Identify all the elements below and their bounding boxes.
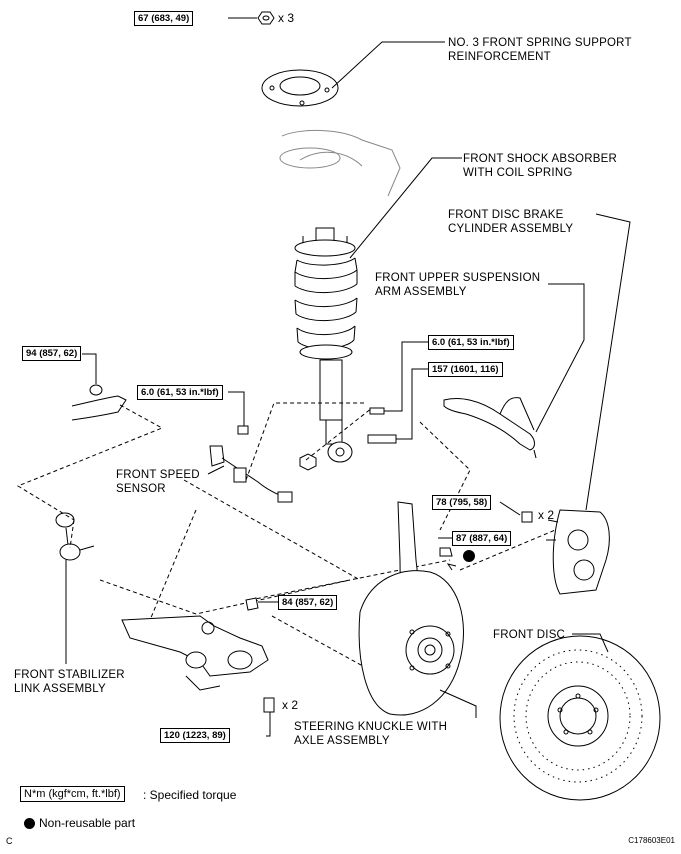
spring-support-plate [261,69,339,107]
torque-stabilizer-nut: 94 (857, 62) [22,346,82,361]
stabilizer-bar [71,384,127,421]
torque-sensor-bolt: 6.0 (61, 53 in.*lbf) [137,385,223,400]
torque-lower-nut: 84 (857, 62) [278,595,338,610]
multiplier-caliper: x 2 [538,508,555,522]
steering-knuckle [358,501,464,716]
torque-upper-arm-nut: 87 (887, 64) [452,531,512,546]
top-nut [257,11,275,25]
speed-sensor [209,445,293,503]
shock-absorber [294,227,358,463]
corner-letter: C [6,836,13,846]
figure-code: C178603E01 [628,836,675,845]
torque-unit-box: N*m (kgf*cm, ft.*lbf) [20,786,125,802]
non-reusable-text: Non-reusable part [39,816,136,830]
specified-torque-text: : Specified torque [143,788,237,802]
torque-top-nut: 67 (683, 49) [134,11,194,26]
lower-arm [121,615,269,691]
label-front-disc: FRONT DISC [493,629,566,641]
multiplier-lower: x 2 [282,698,299,712]
stabilizer-link [55,512,95,561]
torque-shock-bolt-small: 6.0 (61, 53 in.*lbf) [428,335,514,350]
torque-caliper-bolt: 78 (795, 58) [432,495,492,510]
front-disc [499,635,661,801]
torque-shock-bolt: 157 (1601, 116) [428,362,503,377]
brake-caliper [546,509,610,595]
torque-lower-bolt: 120 (1223, 89) [160,728,230,743]
multiplier-top: x 3 [278,11,295,25]
non-reusable-mark [463,550,475,562]
upper-arm [443,397,537,459]
non-reusable-dot-icon [24,818,35,829]
body-mount [281,129,401,197]
